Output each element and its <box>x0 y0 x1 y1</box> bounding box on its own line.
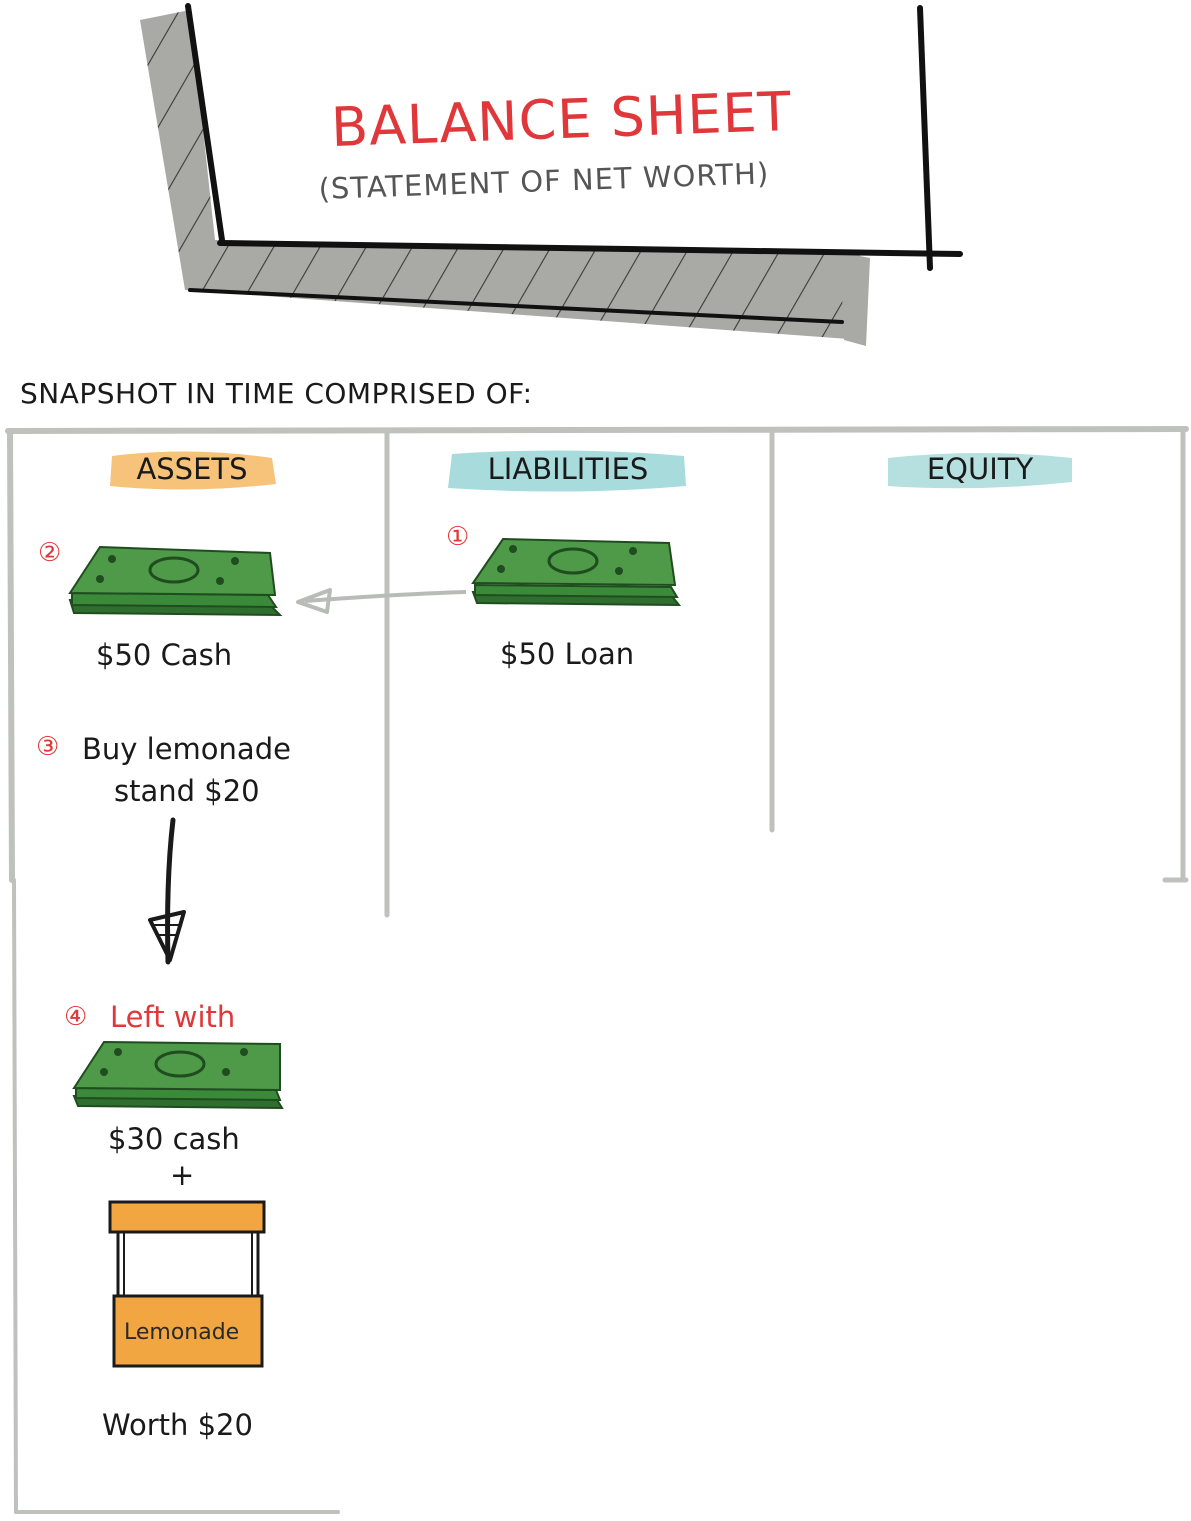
cash-label: $50 Cash <box>96 638 233 672</box>
caption: SNAPSHOT IN TIME COMPRISED OF: <box>20 377 533 410</box>
stand-worth-label: Worth $20 <box>102 1408 253 1442</box>
column-header-equity: EQUITY <box>926 452 1034 486</box>
table-frame <box>5 426 1189 1514</box>
step-4-text: Left with <box>110 1000 236 1034</box>
arrow-icon <box>148 817 186 965</box>
step-number-1: ① <box>446 522 470 552</box>
step-number-3: ③ <box>36 732 60 762</box>
step-3-line-1: Buy lemonade <box>82 732 291 766</box>
cash-stack-icon <box>471 537 682 607</box>
lemonade-sign: Lemonade <box>124 1320 240 1345</box>
column-header-liabilities: LIABILITIES <box>487 452 649 486</box>
step-3-line-2: stand $20 <box>114 774 260 808</box>
assets-highlight <box>110 451 276 490</box>
step-number-2: ② <box>38 538 62 568</box>
plus-sign: + <box>170 1158 195 1192</box>
step-number-4: ④ <box>64 1002 88 1032</box>
loan-label: $50 Loan <box>500 637 635 671</box>
title-box <box>140 3 963 346</box>
lemonade-stand-icon <box>108 1200 266 1368</box>
column-header-assets: ASSETS <box>136 452 248 486</box>
remaining-cash-label: $30 cash <box>108 1122 240 1156</box>
liabilities-highlight <box>448 450 686 492</box>
cash-stack-icon <box>68 545 283 617</box>
equity-highlight <box>888 453 1072 489</box>
cash-stack-icon <box>72 1040 284 1110</box>
arrow-icon <box>296 588 467 614</box>
